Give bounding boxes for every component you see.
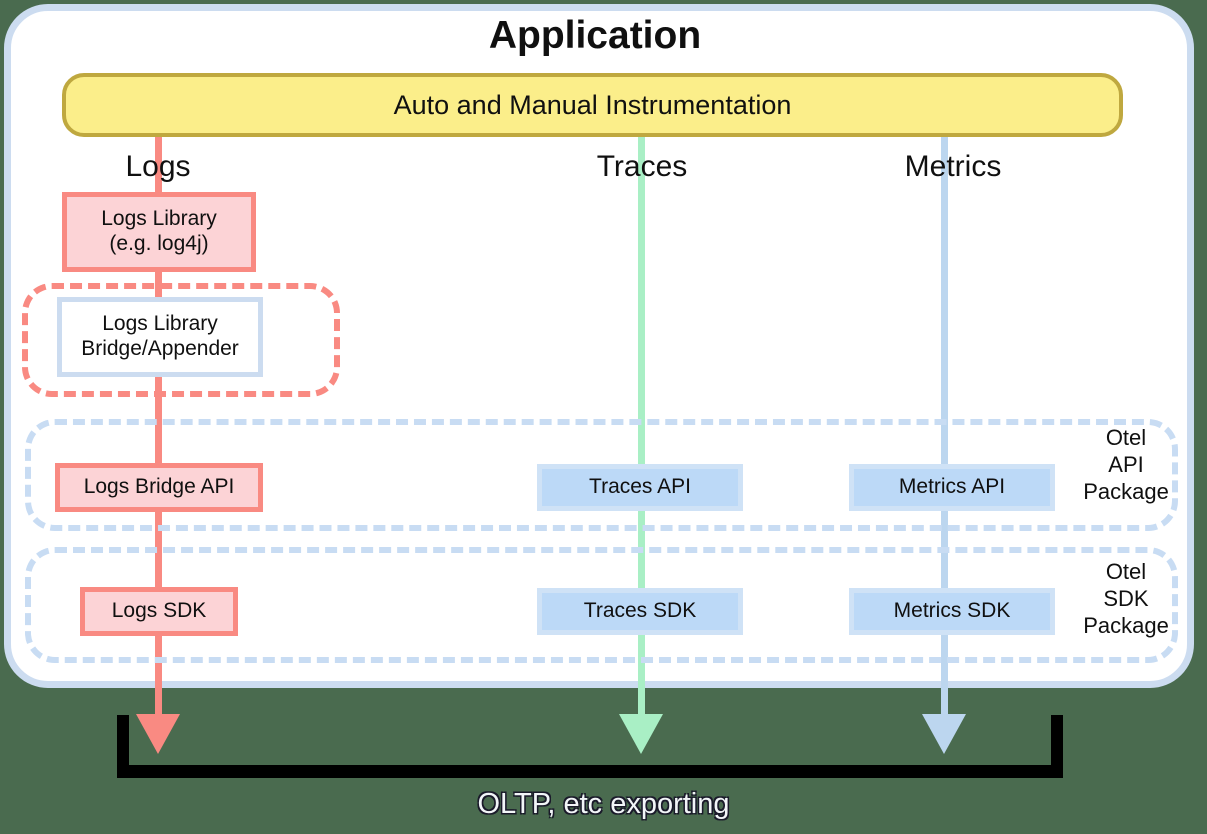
metrics-signal-line xyxy=(941,137,948,716)
node-logs-library-bridge-appender[interactable]: Logs Library Bridge/Appender xyxy=(57,297,263,377)
node-traces-api-label: Traces API xyxy=(589,475,691,499)
instrumentation-bar: Auto and Manual Instrumentation xyxy=(62,73,1123,137)
node-logs-bridge-appender-line1: Logs Library xyxy=(102,312,218,336)
node-logs-library-line1: Logs Library xyxy=(101,207,217,231)
otel-sdk-package-label-line3: Package xyxy=(1083,612,1169,638)
otel-api-package-label-line3: Package xyxy=(1083,478,1169,504)
node-logs-library-line2: (e.g. log4j) xyxy=(109,232,209,255)
traces-arrow-icon xyxy=(619,714,663,754)
export-label: OLTP, etc exporting xyxy=(477,788,730,820)
node-traces-sdk-label: Traces SDK xyxy=(583,599,697,623)
traces-column-label: Traces xyxy=(596,150,688,183)
otel-sdk-package-region xyxy=(25,547,1178,663)
node-logs-sdk[interactable]: Logs SDK xyxy=(80,587,238,636)
otel-api-package-region xyxy=(25,419,1178,531)
logs-arrow-icon xyxy=(136,714,180,754)
node-logs-bridge-api[interactable]: Logs Bridge API xyxy=(55,463,263,512)
node-metrics-api-label: Metrics API xyxy=(898,475,1006,499)
logs-signal-line xyxy=(155,137,162,716)
otel-sdk-package-label-line2: SDK xyxy=(1103,585,1149,611)
traces-signal-line xyxy=(638,137,645,716)
metrics-column-label: Metrics xyxy=(904,150,1002,183)
exporter-bracket xyxy=(117,715,1063,778)
otel-sdk-package-label-line1: Otel xyxy=(1105,559,1147,584)
node-metrics-sdk-label: Metrics SDK xyxy=(893,599,1011,623)
node-logs-library[interactable]: Logs Library (e.g. log4j) xyxy=(62,192,256,272)
instrumentation-bar-label: Auto and Manual Instrumentation xyxy=(393,89,792,120)
node-logs-sdk-label: Logs SDK xyxy=(111,599,207,623)
node-metrics-sdk[interactable]: Metrics SDK xyxy=(849,588,1055,635)
node-logs-bridge-appender-line2: Bridge/Appender xyxy=(81,337,239,360)
node-traces-api[interactable]: Traces API xyxy=(537,464,743,511)
otel-sdk-package-label: Otel SDK Package xyxy=(1066,559,1186,639)
otel-api-package-label-line2: API xyxy=(1108,451,1144,477)
node-logs-bridge-api-label: Logs Bridge API xyxy=(83,475,235,499)
metrics-arrow-icon xyxy=(922,714,966,754)
logs-column-label: Logs xyxy=(125,150,191,183)
otel-api-package-label: Otel API Package xyxy=(1066,425,1186,505)
node-metrics-api[interactable]: Metrics API xyxy=(849,464,1055,511)
logs-bridge-group-region xyxy=(22,283,340,397)
node-traces-sdk[interactable]: Traces SDK xyxy=(537,588,743,635)
otel-api-package-label-line1: Otel xyxy=(1105,425,1147,450)
page-title: Application xyxy=(488,14,702,57)
